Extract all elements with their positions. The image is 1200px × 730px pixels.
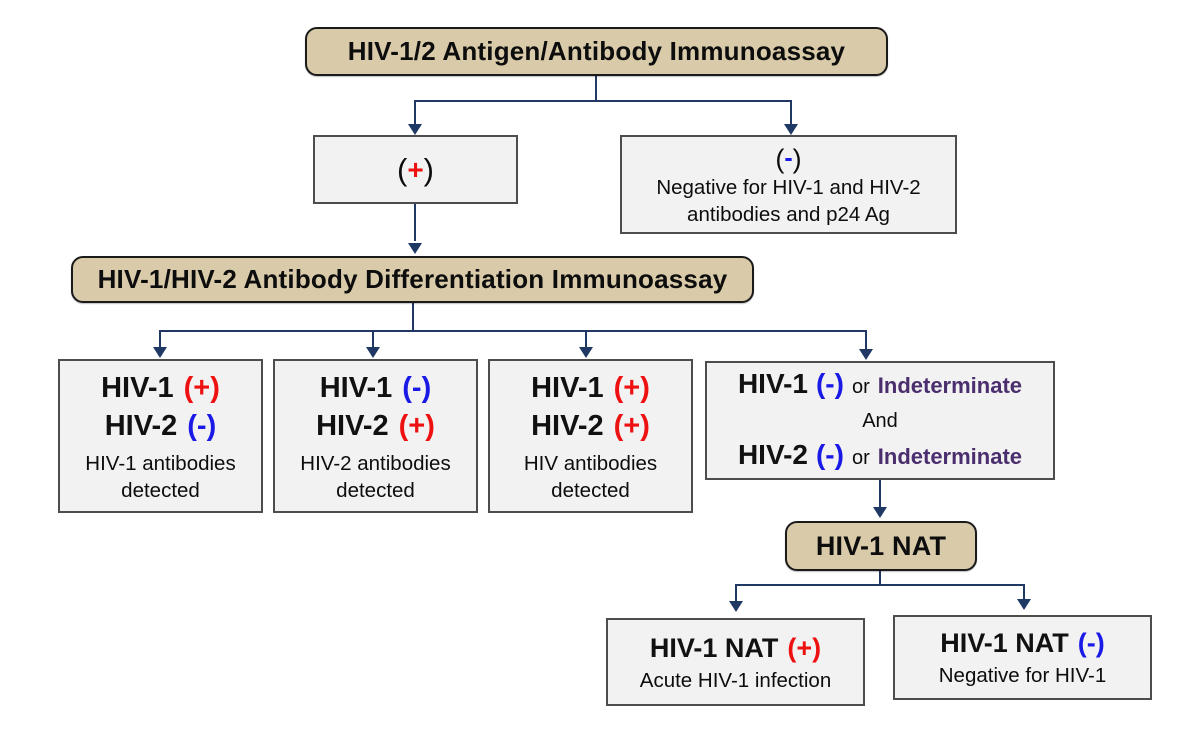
connector-to-result1 xyxy=(159,330,161,348)
result-line: HIV-2 (+) xyxy=(531,407,650,445)
result-line: HIV-2 (+) xyxy=(316,407,435,445)
connector-to-nat-negative xyxy=(1023,584,1025,600)
result-interpretation-line2: detected xyxy=(121,478,200,502)
hiv2-label: HIV-2 xyxy=(104,409,178,442)
arrowhead-to-negative xyxy=(784,124,798,135)
result-interpretation-line2: detected xyxy=(336,478,415,502)
negative-sign: (-) xyxy=(815,367,844,399)
connector-to-positive xyxy=(414,100,416,126)
node-screening-assay: HIV-1/2 Antigen/Antibody Immunoassay xyxy=(305,27,888,76)
positive-sign: (+) xyxy=(613,409,650,442)
hiv2-label: HIV-2 xyxy=(316,409,389,442)
result-line: HIV-1 (+) xyxy=(101,369,220,407)
indeterminate-text: Indeterminate xyxy=(877,372,1023,398)
differentiation-assay-title: HIV-1/HIV-2 Antibody Differentiation Imm… xyxy=(97,264,728,294)
connector-to-result2 xyxy=(372,330,374,348)
paren-close: ) xyxy=(423,151,434,187)
screening-negative-text-line2: antibodies and p24 Ag xyxy=(687,202,890,226)
arrowhead-to-positive xyxy=(408,124,422,135)
node-screening-negative: ( - ) Negative for HIV-1 and HIV-2 antib… xyxy=(620,135,957,234)
connector-differentiation-branch xyxy=(159,330,867,332)
nat-label: HIV-1 NAT xyxy=(649,632,779,663)
paren-open: ( xyxy=(396,151,408,187)
and-text: And xyxy=(862,409,898,432)
arrowhead-to-nat-positive xyxy=(729,601,743,612)
positive-sign: (+) xyxy=(183,371,220,404)
arrowhead-to-nat xyxy=(873,507,887,518)
paren-close: ) xyxy=(792,143,802,174)
positive-sign: (+) xyxy=(787,632,822,663)
hiv2-label: HIV-2 xyxy=(531,409,604,442)
negative-sign: (-) xyxy=(187,409,217,442)
result-interpretation-line2: detected xyxy=(551,478,630,502)
arrowhead-to-nat-negative xyxy=(1017,599,1031,610)
minus-sign: - xyxy=(784,144,793,172)
connector-differentiation-stem xyxy=(412,303,414,331)
arrowhead-to-differentiation xyxy=(408,243,422,254)
node-nat-negative: HIV-1 NAT (-) Negative for HIV-1 xyxy=(893,615,1152,700)
result-line: HIV-2 (-) xyxy=(105,407,217,445)
connector-positive-to-differentiation xyxy=(414,204,416,241)
or-text: or xyxy=(851,375,870,398)
screening-assay-title: HIV-1/2 Antigen/Antibody Immunoassay xyxy=(347,36,846,66)
negative-sign: (-) xyxy=(1077,628,1105,658)
screening-negative-sign: ( - ) xyxy=(775,144,801,174)
connector-to-negative xyxy=(790,100,792,126)
nat-negative-interpretation: Negative for HIV-1 xyxy=(938,664,1107,687)
node-screening-positive: ( + ) xyxy=(313,135,518,204)
hiv1-label: HIV-1 xyxy=(531,371,604,404)
hiv1-label: HIV-1 xyxy=(737,367,808,399)
positive-sign: (+) xyxy=(398,409,435,442)
connector-nat-branch xyxy=(735,584,1025,586)
indeterminate-line1: HIV-1 (-) or Indeterminate xyxy=(738,365,1022,406)
negative-sign: (-) xyxy=(402,371,432,404)
paren-open: ( xyxy=(775,143,785,174)
connector-to-result3 xyxy=(585,330,587,348)
result-interpretation-line1: HIV-2 antibodies xyxy=(300,451,451,475)
node-result-hiv2-positive: HIV-1 (-) HIV-2 (+) HIV-2 antibodies det… xyxy=(273,359,478,513)
arrowhead-to-result2 xyxy=(366,347,380,358)
hiv1-label: HIV-1 xyxy=(319,371,393,404)
nat-negative-title: HIV-1 NAT (-) xyxy=(940,626,1105,660)
nat-positive-title: HIV-1 NAT (+) xyxy=(650,631,821,665)
hiv2-label: HIV-2 xyxy=(737,438,808,470)
plus-sign: + xyxy=(407,153,424,185)
node-differentiation-assay: HIV-1/HIV-2 Antibody Differentiation Imm… xyxy=(71,256,754,303)
indeterminate-line2: HIV-2 (-) or Indeterminate xyxy=(738,436,1022,477)
or-text: or xyxy=(851,446,870,469)
result-line: HIV-1 (+) xyxy=(531,369,650,407)
nat-positive-interpretation: Acute HIV-1 infection xyxy=(639,668,832,692)
nat-label: HIV-1 NAT xyxy=(940,628,1069,658)
nat-test-title: HIV-1 NAT xyxy=(815,530,947,561)
node-result-indeterminate: HIV-1 (-) or Indeterminate And HIV-2 (-)… xyxy=(705,361,1055,480)
arrowhead-to-result4 xyxy=(859,349,873,360)
connector-screening-stem xyxy=(595,76,597,102)
node-result-both-positive: HIV-1 (+) HIV-2 (+) HIV antibodies detec… xyxy=(488,359,693,513)
negative-sign: (-) xyxy=(815,438,844,470)
result-interpretation-line1: HIV antibodies xyxy=(523,451,658,475)
node-result-hiv1-positive: HIV-1 (+) HIV-2 (-) HIV-1 antibodies det… xyxy=(58,359,263,513)
screening-positive-sign: ( + ) xyxy=(397,152,434,188)
indeterminate-text: Indeterminate xyxy=(877,443,1023,469)
connector-to-result4 xyxy=(865,330,867,349)
hiv1-label: HIV-1 xyxy=(101,371,174,404)
positive-sign: (+) xyxy=(613,371,650,404)
result-interpretation-line1: HIV-1 antibodies xyxy=(85,451,236,475)
connector-result4-to-nat xyxy=(879,480,881,508)
node-nat-positive: HIV-1 NAT (+) Acute HIV-1 infection xyxy=(606,618,865,706)
result-line: HIV-1 (-) xyxy=(320,369,432,407)
node-nat-test: HIV-1 NAT xyxy=(785,521,977,571)
connector-nat-stem xyxy=(879,571,881,585)
connector-to-nat-positive xyxy=(735,584,737,602)
arrowhead-to-result1 xyxy=(153,347,167,358)
connector-screening-branch xyxy=(414,100,792,102)
screening-negative-text-line1: Negative for HIV-1 and HIV-2 xyxy=(656,175,921,199)
arrowhead-to-result3 xyxy=(579,347,593,358)
